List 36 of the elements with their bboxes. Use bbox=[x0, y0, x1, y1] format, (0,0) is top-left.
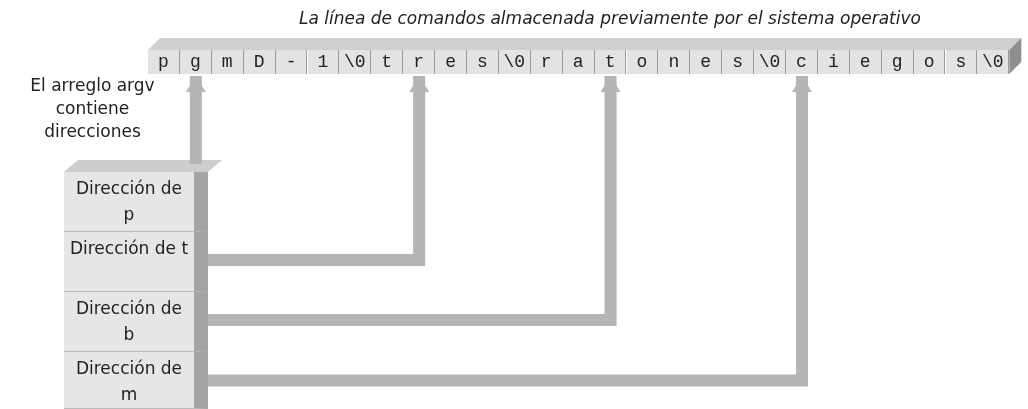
character-cell: e bbox=[849, 50, 882, 74]
diagram-title: La línea de comandos almacenada previamente por el sistema operativo bbox=[298, 8, 922, 28]
character-cell: s bbox=[722, 50, 755, 74]
character-cell: r bbox=[530, 50, 563, 74]
character-cell: e bbox=[690, 50, 723, 74]
array-heading: El arreglo argv contiene direcciones bbox=[29, 74, 156, 143]
character-cell: 1 bbox=[307, 50, 340, 74]
address-box: Dirección de p bbox=[64, 172, 208, 232]
character-cell: e bbox=[435, 50, 467, 74]
character-cell: p bbox=[148, 50, 180, 74]
character-cell: s bbox=[945, 50, 978, 74]
character-cell: m bbox=[211, 50, 244, 74]
address-box: Dirección de t bbox=[64, 232, 208, 292]
character-cell: \0 bbox=[754, 50, 786, 74]
character-cell: \0 bbox=[977, 50, 1010, 74]
character-cell: \0 bbox=[339, 50, 372, 74]
character-cell: a bbox=[562, 50, 595, 74]
character-cell: t bbox=[594, 50, 627, 74]
character-cell: g bbox=[881, 50, 914, 74]
character-cell: c bbox=[786, 50, 818, 74]
address-box: Dirección de m bbox=[64, 352, 208, 409]
arrow bbox=[208, 76, 430, 266]
character-cell: D bbox=[243, 50, 276, 74]
character-cell: n bbox=[658, 50, 691, 74]
character-cell: r bbox=[403, 50, 436, 74]
character-cell: t bbox=[371, 50, 404, 74]
character-cell: s bbox=[467, 50, 499, 74]
character-cell: i bbox=[817, 50, 850, 74]
arrow bbox=[208, 76, 621, 326]
character-cell: g bbox=[179, 50, 212, 74]
arrow bbox=[208, 76, 812, 387]
character-cell: o bbox=[626, 50, 659, 74]
character-cell: \0 bbox=[498, 50, 531, 74]
address-box: Dirección de b bbox=[64, 292, 208, 352]
character-cell: - bbox=[275, 50, 308, 74]
character-cell: o bbox=[913, 50, 946, 74]
